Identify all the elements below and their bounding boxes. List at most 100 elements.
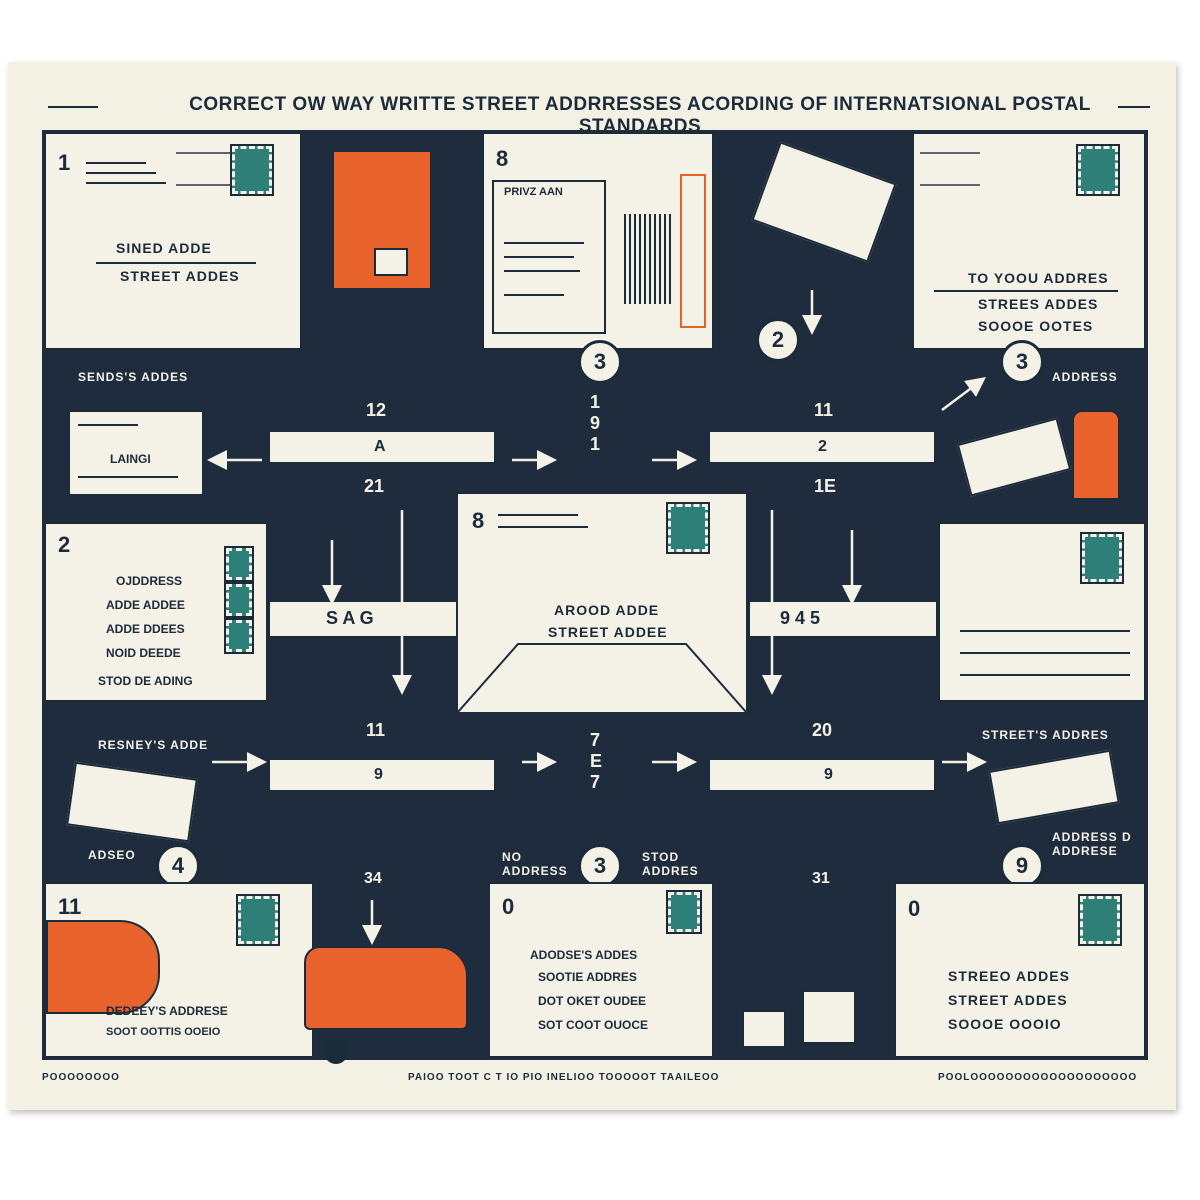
van-icon (304, 946, 468, 1064)
hub-br-bar: 9 (708, 758, 936, 792)
footer-center: PAIOO TOOT C T IO PIO INELIOO TOOOOOT TA… (408, 1072, 720, 1083)
hub-tl-top: 12 (366, 400, 387, 420)
diagram-board: 1 SINED ADDE STREET ADDES 8 PRIVZ AAN (42, 130, 1148, 1064)
address-underline (96, 262, 256, 264)
address-underline (934, 290, 1118, 292)
card-number: 0 (502, 894, 515, 919)
card-bottom-right: 0 STREEO ADDES STREET ADDES SOOOE OOOIO (894, 882, 1146, 1058)
footer-left: POOOOOOOO (42, 1072, 120, 1083)
title-row: CORRECT OW WAY WRITTE STREET ADDRRESSES … (48, 92, 1150, 137)
wheel-icon (324, 1040, 348, 1064)
hub-br-top: 20 (812, 720, 833, 740)
title-rule-left (48, 106, 98, 108)
card-small-left: LAINGI (68, 410, 204, 496)
text-line (498, 526, 588, 528)
orange-stamp-icon (332, 150, 432, 290)
address-line-1: TO YOOU ADDRES (968, 270, 1109, 286)
title-rule-right (1118, 106, 1150, 108)
card-top-left: 1 SINED ADDE STREET ADDES (44, 132, 302, 350)
card-bottom-left: 11 DEDEEY'S ADDRESE SOOT OOTTIS OOEIO (44, 882, 314, 1058)
text-line (86, 182, 166, 184)
card-top-right: TO YOOU ADDRES STREES ADDES SOOOE OOTES (912, 132, 1146, 350)
hub-br-mid: 9 (824, 766, 833, 783)
address-line-5: STOD DE ADING (98, 674, 193, 688)
flow-arrows (207, 290, 987, 945)
mini-stamp-icon (374, 248, 408, 276)
barcode-icon (624, 214, 672, 304)
card-number: 8 (472, 508, 485, 533)
address-line-2: STREET ADDEE (548, 624, 668, 640)
address-line-2: STREES ADDES (978, 296, 1099, 312)
stamp-icon (230, 144, 274, 196)
label-address-br: ADDRESS D ADDRESE (1052, 830, 1132, 858)
postmark-icon (920, 152, 980, 186)
hub-br-bottom: 31 (812, 870, 830, 887)
text-line (86, 172, 156, 174)
address-line-1: ADODSE'S ADDES (530, 948, 638, 962)
hub-tr-bottom: 1E (814, 476, 837, 496)
label-stod-address: STOD ADDRES (642, 850, 699, 878)
address-line-2: SOOTIE ADDRES (538, 970, 637, 984)
label-adseo: ADSEO (88, 848, 136, 862)
form-block: PRIVZ AAN (492, 180, 606, 334)
hub-bl-bar: 9 (268, 758, 496, 792)
card-mid-right (938, 522, 1146, 702)
hub-tr-bar: 2 (708, 430, 936, 464)
band-right: 9 4 5 (748, 600, 938, 638)
label-sender-tl: SENDS'S ADDES (78, 370, 189, 384)
orange-strip (680, 174, 706, 328)
parcel-icon (802, 990, 856, 1044)
text-line (960, 674, 1130, 676)
band-left-text: S A G (326, 608, 374, 628)
text-line (86, 162, 146, 164)
label-no-address: NO ADDRESS (502, 850, 568, 878)
card-number: 2 (58, 532, 71, 557)
card-number: 11 (58, 894, 82, 919)
address-line-3: DOT OKET OUDEE (538, 994, 647, 1008)
step-circle: 3 (1000, 340, 1044, 384)
card-number: 0 (908, 896, 921, 921)
address-line-1: OJDDRESS (116, 574, 183, 588)
form-line (504, 242, 584, 244)
small-card-text: LAINGI (110, 452, 151, 466)
form-line (504, 294, 564, 296)
card-number: 1 (58, 150, 71, 175)
address-line-2: ADDE ADDEE (106, 598, 185, 612)
hub-bl-bottom: 34 (364, 870, 382, 887)
text-line (78, 476, 178, 478)
hub-tl-bar: A (268, 430, 496, 464)
form-line (504, 270, 580, 272)
postmark-icon (176, 152, 236, 186)
text-line (498, 514, 578, 516)
address-line-1: DEDEEY'S ADDRESE (106, 1004, 228, 1018)
form-line (504, 256, 574, 258)
hub-tl-bottom: 21 (364, 476, 385, 496)
stamp-icon (666, 502, 710, 554)
form-header: PRIVZ AAN (504, 186, 563, 198)
address-line-1: STREEO ADDES (948, 968, 1070, 984)
address-line-4: NOID DEEDE (106, 646, 181, 660)
address-line-3: SOOOE OOOIO (948, 1016, 1062, 1032)
address-line-3: SOOOE OOTES (978, 318, 1094, 334)
stamp-icon (666, 890, 702, 934)
poster: CORRECT OW WAY WRITTE STREET ADDRRESSES … (8, 62, 1176, 1110)
step-circle: 2 (756, 318, 800, 362)
card-bottom-center: 0 ADODSE'S ADDES SOOTIE ADDRES DOT OKET … (488, 882, 714, 1058)
card-center: 8 AROOD ADDE STREET ADDEE (456, 492, 748, 714)
label-address-tr: ADDRESS (1052, 370, 1118, 384)
hub-tr-mid: 2 (818, 438, 827, 455)
address-line-1: AROOD ADDE (554, 602, 660, 618)
step-circle: 3 (578, 340, 622, 384)
text-line (960, 630, 1130, 632)
label-sender-bl: RESNEY'S ADDE (98, 738, 209, 752)
address-line-2: STREET ADDES (120, 268, 240, 284)
stamp-icon (1076, 144, 1120, 196)
band-left: S A G (268, 600, 458, 638)
hub-tl-mid: A (374, 438, 386, 455)
hub-bl-mid: 9 (374, 766, 383, 783)
envelope-flap (458, 643, 746, 713)
footer-right: POOLOOOOOOOOOOOOOOOOOOO (938, 1072, 1138, 1083)
stamp-icon (224, 546, 254, 582)
stamp-icon (224, 582, 254, 618)
address-line-2: STREET ADDES (948, 992, 1068, 1008)
